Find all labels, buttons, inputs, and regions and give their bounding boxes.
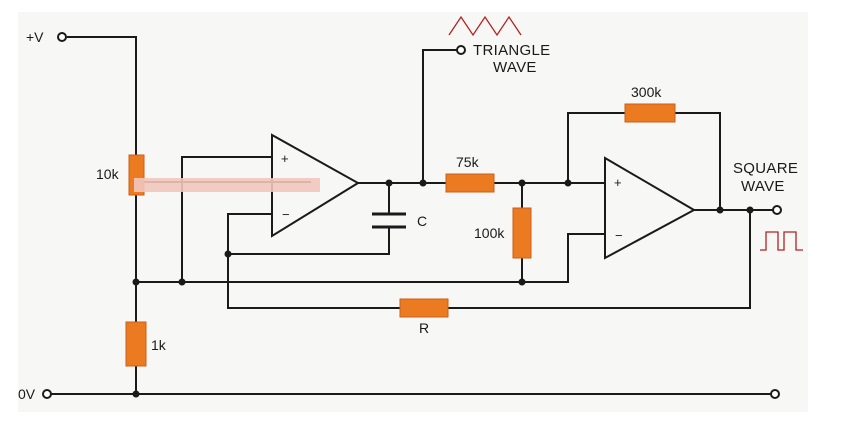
wire-r-feedback xyxy=(447,209,751,309)
terminal-square xyxy=(772,205,782,215)
terminal-plusv xyxy=(57,32,67,42)
label-r-75k: 75k xyxy=(456,154,480,170)
junction-dot xyxy=(385,179,393,187)
label-r-R: R xyxy=(419,320,429,336)
junctions xyxy=(132,179,754,398)
junction-dot xyxy=(564,179,572,187)
label-triangle-line2: WAVE xyxy=(493,59,537,76)
wires xyxy=(51,36,773,395)
wire-triangle-out xyxy=(422,49,457,184)
junction-dot xyxy=(746,206,754,214)
junction-dot xyxy=(419,179,427,187)
label-r-300k: 300k xyxy=(631,84,662,100)
terminal-triangle xyxy=(456,45,466,55)
label-r-1k: 1k xyxy=(151,337,167,353)
wire-plusv xyxy=(67,36,137,156)
label-plusv: +V xyxy=(26,29,44,45)
wire-opamp2-minus xyxy=(567,233,606,283)
junction-dot xyxy=(178,278,186,286)
terminal-0v xyxy=(42,389,52,399)
opamp1-plus-sign: + xyxy=(281,151,289,166)
junction-dot xyxy=(518,179,526,187)
diagram-panel xyxy=(18,12,808,412)
resistor-1k xyxy=(125,321,147,367)
terminals xyxy=(42,32,782,399)
junction-dot xyxy=(716,206,724,214)
opamp2-minus-sign: − xyxy=(615,228,623,243)
capacitor-c xyxy=(372,212,406,229)
opamp-2 xyxy=(604,156,697,260)
opamp1-minus-sign: − xyxy=(282,207,290,222)
junction-dot xyxy=(224,250,232,258)
junction-dot xyxy=(132,390,140,398)
junction-dot xyxy=(132,278,140,286)
wire-cap-bottom xyxy=(227,227,390,255)
junction-dot xyxy=(518,278,526,286)
resistor-300k xyxy=(624,103,676,123)
resistor-R xyxy=(399,298,449,318)
wire-300k-left xyxy=(567,112,626,184)
wire-300k-right xyxy=(674,112,721,211)
label-r-100k: 100k xyxy=(474,225,505,241)
label-triangle-line1: TRIANGLE xyxy=(473,42,550,59)
wire-opamp1-plus xyxy=(181,156,273,283)
label-cap-c: C xyxy=(417,213,427,229)
resistor-100k xyxy=(512,207,532,259)
resistors xyxy=(125,103,676,367)
label-square-line2: WAVE xyxy=(741,178,785,195)
wire-opamp1-minus xyxy=(227,213,273,309)
label-0v: 0V xyxy=(18,386,36,402)
redaction-bar xyxy=(134,178,320,192)
triangle-wave-sketch xyxy=(448,15,522,37)
resistor-75k xyxy=(445,173,495,193)
label-square-line1: SQUARE xyxy=(733,160,798,177)
label-r-pot: 10k xyxy=(96,166,120,182)
terminal-0v-right xyxy=(770,389,780,399)
opamp2-plus-sign: + xyxy=(614,175,622,190)
square-wave-sketch xyxy=(760,231,803,251)
